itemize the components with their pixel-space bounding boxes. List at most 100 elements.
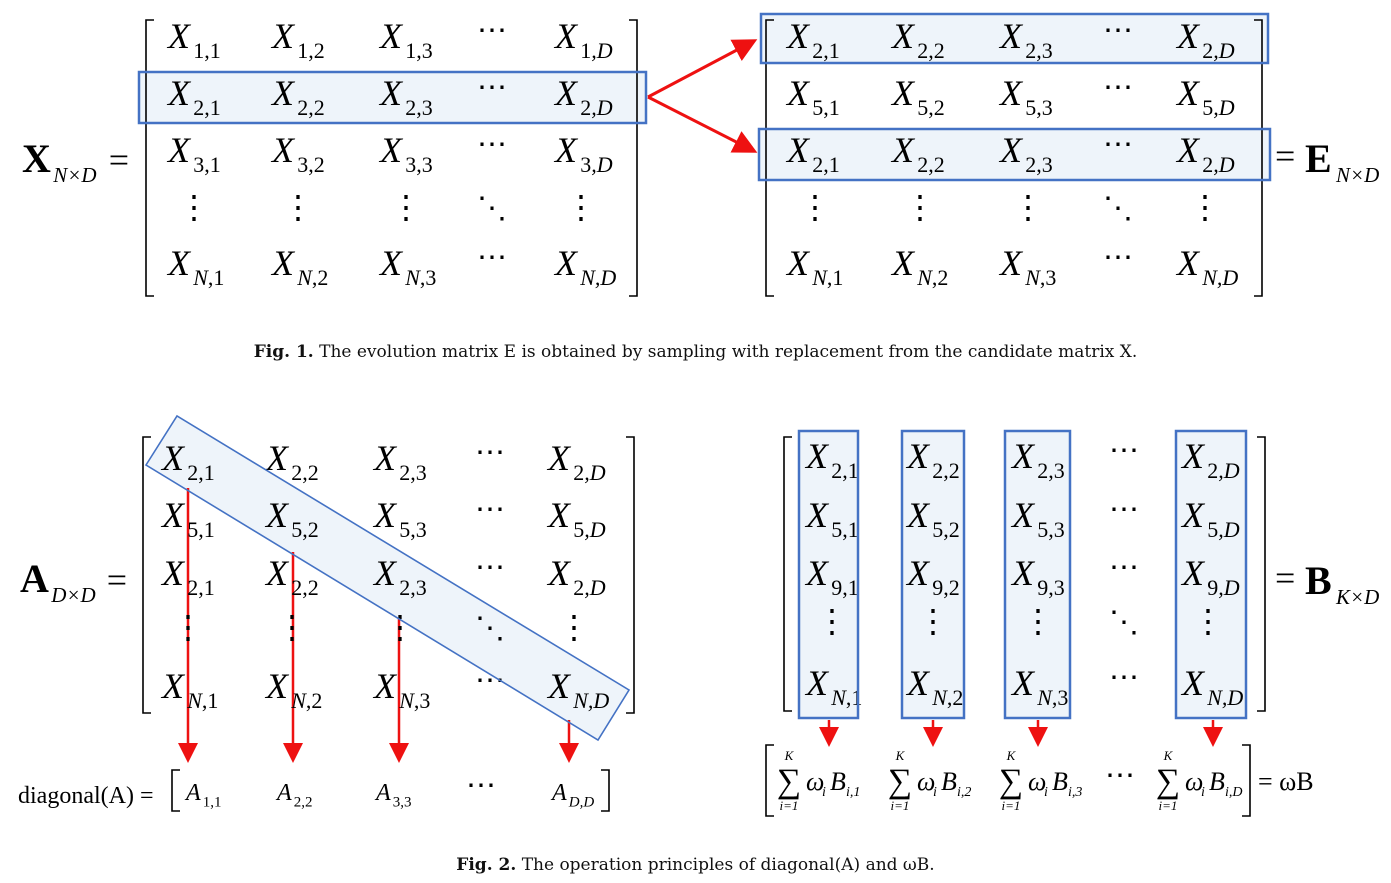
fig2-diag-entry-index: D [568,795,580,811]
fig1-right-entry-subscript: 5,1 [812,95,840,120]
fig2-a-ddots: ⋱ [475,612,505,645]
fig1-right-entry-index: 2 [1025,38,1036,63]
fig1-right-entry-subscript: 2,D [1202,152,1235,177]
fig1-sample-arrow-top [647,39,758,99]
fig2-a-entry-subscript: 2,1 [187,575,215,600]
fig2-a-entry-index: ,2 [302,575,319,600]
fig2-b-entry-index: N [1206,685,1223,710]
fig2-b-vdots: ⋮ [816,603,848,639]
fig2-a-bracket-close [626,436,635,714]
fig2-diag-bracket-open [171,769,180,812]
fig1-x-label-letter: X [22,136,51,181]
fig2-sum-upper: K [1006,748,1017,763]
fig1-left-entry-subscript: N,1 [192,265,224,290]
fig1-right-entry-subscript: 5,D [1202,95,1235,120]
fig1-left-entry-letter: X [270,16,296,56]
fig1-right-entry-index: ,2 [932,265,949,290]
fig2-omega-index: i [1201,785,1205,800]
fig1-right-entry-index: 2 [917,38,928,63]
fig1-left-entry-index: N [296,265,313,290]
fig2-b-entry-index: ,1 [842,517,859,542]
fig1-right-entry-index: 2 [917,152,928,177]
fig1-left-entry-subscript: 2,3 [405,95,433,120]
fig1-left-hdots: ⋯ [477,71,507,104]
fig1-left-entry-subscript: 2,1 [193,95,221,120]
fig2-b-weighted-index: i,1 [846,785,860,800]
fig1-right-entry-index: N [1024,265,1041,290]
fig2-b-entry-letter: X [905,436,931,476]
fig2-a-entry-index: ,2 [302,517,319,542]
fig2-b-entry-subscript: 5,2 [932,517,960,542]
fig2-a-entry-letter: X [372,666,398,706]
fig2-omega: ω [1185,767,1203,796]
fig2-a-entry-index: N [572,688,589,713]
fig2-b-vdots: ⋮ [917,603,949,639]
fig1-left-entry-index: 2 [193,95,204,120]
fig2-diag-entry-subscript: 2,2 [294,795,313,811]
fig2-a-entry-index: ,3 [410,460,427,485]
fig1-right-bracket-open [765,19,774,297]
fig1-right-entry-letter: X [785,16,811,56]
figure-2-number: Fig. 2. [456,855,517,875]
fig1-right-vdots: ⋮ [1012,189,1044,225]
fig2-diag-entry-index: ,3 [400,795,411,811]
fig2-b-label-letter: B [1305,558,1332,603]
fig1-right-entry-index: 5 [1202,95,1213,120]
fig2-diag-entry-subscript: D,D [568,795,595,811]
fig1-right-entry-index: ,1 [823,38,840,63]
fig1-left-entry-index: ,3 [416,95,433,120]
fig1-right-entry-letter: X [785,130,811,170]
fig1-right-entry-letter: X [890,130,916,170]
fig2-diag-entry-index: ,D [580,795,595,811]
fig2-a-entry-index: 2 [573,460,584,485]
fig2-a-entry-index: 2 [573,575,584,600]
fig2-diag-entry-index: 1 [203,795,211,811]
fig2-a-entry-subscript: 2,2 [291,460,319,485]
fig1-left-entry-letter: X [166,130,192,170]
fig2-a-label-letter: A [20,556,49,601]
fig1-left-entry-index: ,1 [204,95,221,120]
fig1-left-entry-index: 1 [405,38,416,63]
fig2-b-equals: = [1275,558,1295,598]
fig1-right-entry-subscript: N,2 [916,265,948,290]
fig2-diag-hdots: ⋯ [466,769,496,802]
fig2-sum-upper: K [895,748,906,763]
fig2-a-entry-subscript: 5,3 [399,517,427,542]
fig2-a-entry-letter: X [160,666,186,706]
fig1-left-entry-subscript: 1,2 [297,38,325,63]
fig1-left-row-2-highlight [137,70,648,125]
fig1-right-vdots: ⋮ [799,189,831,225]
fig1-right-bracket-close [1254,19,1263,297]
fig2-a-entry-subscript: 2,D [573,575,606,600]
fig2-b-entry-index: 5 [831,517,842,542]
fig2-a-vdots: ⋮ [558,609,590,645]
fig1-left-entry-letter: X [270,130,296,170]
fig2-b-entry-index: ,D [1218,575,1240,600]
fig2-diag-label: diagonal(A) = [18,783,154,809]
fig1-right-entry-index: ,1 [827,265,844,290]
fig1-x-label-subscript: N×D [52,163,96,187]
fig1-left-entry-letter: X [166,243,192,283]
fig2-a-entry-subscript: 2,D [573,460,606,485]
figure-2-caption-text: The operation principles of diagonal(A) … [521,855,935,875]
fig1-right-entry-index: N [811,265,828,290]
fig2-b-column-highlight-1 [797,429,860,720]
fig2-b-entry-letter: X [905,495,931,535]
fig1-right-entry-index: ,3 [1036,38,1053,63]
fig2-a-hdots: ⋯ [475,551,505,584]
fig2-sum-symbol: ∑ [1156,763,1180,800]
fig1-right-row-1-highlight [759,12,1270,65]
fig2-a-entry-index: ,2 [302,460,319,485]
fig2-sum-upper: K [1163,748,1174,763]
fig2-b-entry-letter: X [905,663,931,703]
fig2-a-entry-index: 2 [399,575,410,600]
fig1-right-entry-index: ,D [1213,38,1235,63]
fig2-a-entry-letter: X [546,495,572,535]
fig2-a-entry-index: ,1 [198,460,215,485]
fig1-left-entry-index: ,3 [420,265,437,290]
fig2-b-entry-index: ,2 [947,685,964,710]
fig1-left-entry-letter: X [553,243,579,283]
fig2-a-entry-index: 2 [187,460,198,485]
fig2-b-hdots: ⋯ [1109,661,1139,694]
fig2-b-entry-letter: X [804,495,830,535]
